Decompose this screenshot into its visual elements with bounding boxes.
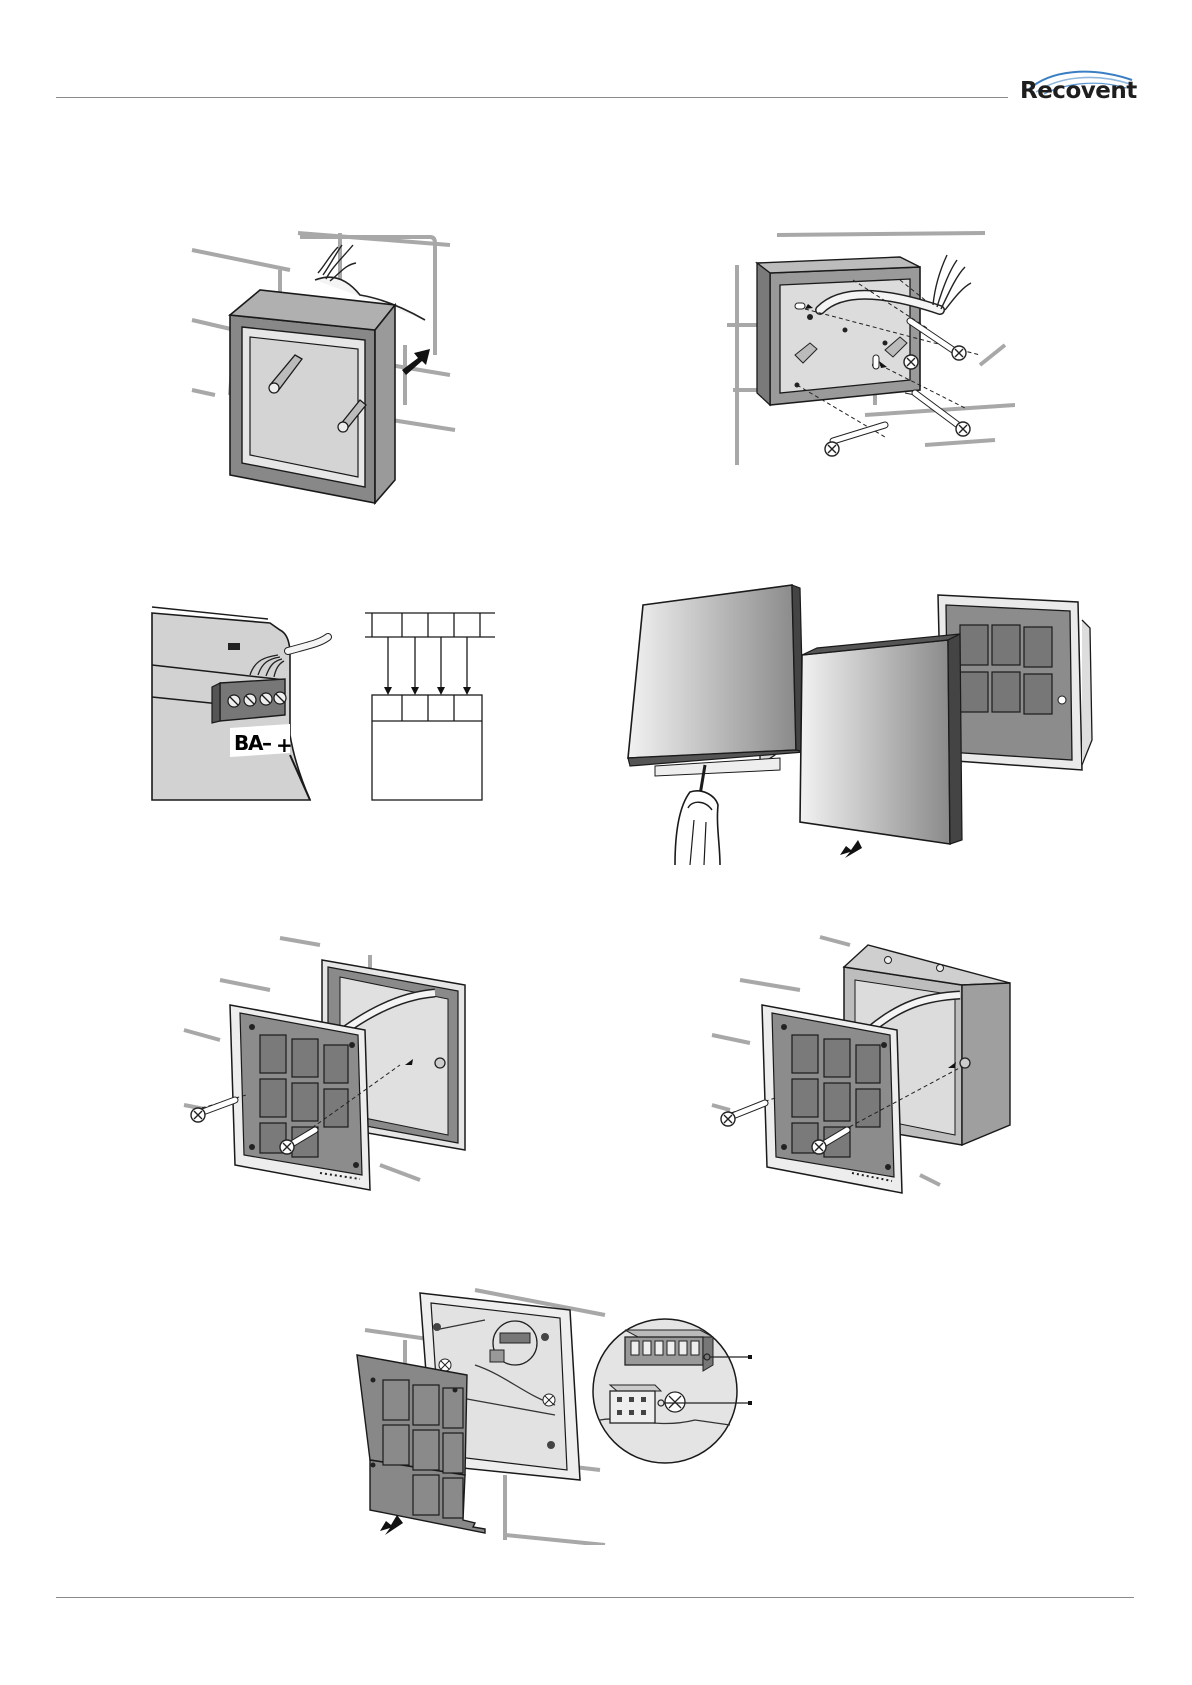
terminal-label-b: B <box>234 731 249 755</box>
header-rule <box>56 97 1008 98</box>
backbox-screw-mounting-illustration <box>725 225 1015 475</box>
screw-icon <box>721 1103 765 1126</box>
front-cover-removal-illustration <box>620 580 1100 865</box>
footer-rule <box>56 1597 1134 1598</box>
wiring-schematic <box>365 613 495 800</box>
panel-surface-mount-illustration <box>710 935 1020 1205</box>
screwdriver-icon <box>675 765 720 865</box>
dip-switch-access-illustration <box>355 1285 755 1545</box>
screw-icon <box>439 1359 451 1371</box>
terminal-wiring-illustration: B A – + <box>150 605 495 805</box>
dip-switch <box>625 1330 713 1371</box>
pull-arrow-icon <box>840 840 862 858</box>
screw-icon <box>191 1100 235 1122</box>
jumper-block <box>610 1385 661 1423</box>
terminal-label-plus: + <box>276 733 293 757</box>
terminal-label-minus: – <box>262 731 272 755</box>
pull-arrow-icon <box>380 1515 403 1535</box>
backbox-insertion-illustration <box>190 225 460 510</box>
logo-text: Recovent <box>1020 78 1137 104</box>
panel-flush-mount-illustration <box>180 935 480 1205</box>
